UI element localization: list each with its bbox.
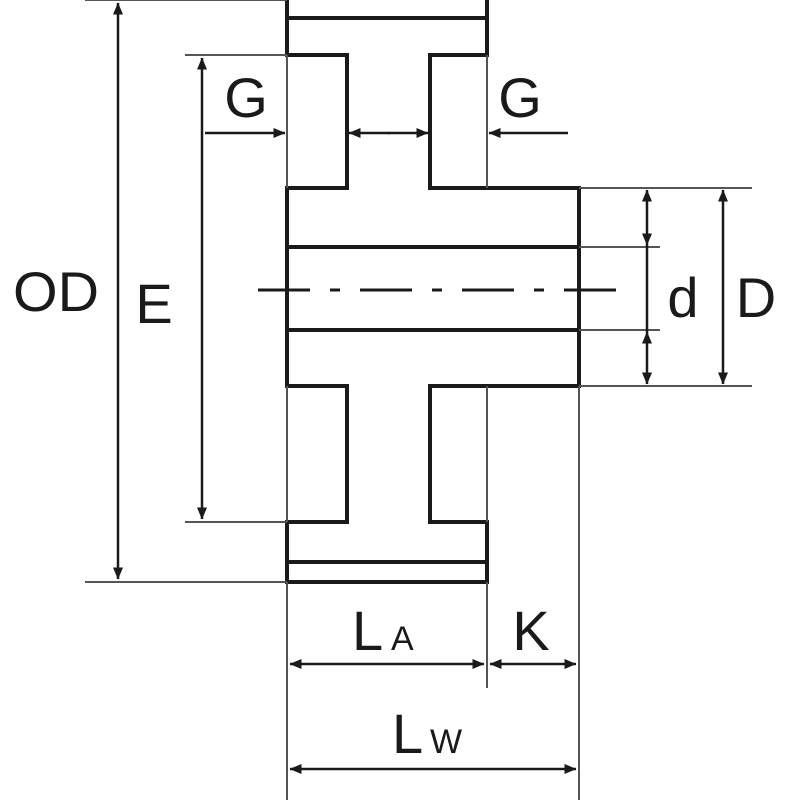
dimension-lines (113, 2, 728, 774)
label-g-right: G (498, 66, 542, 129)
label-lw-sub: W (430, 723, 462, 761)
label-lw: L W (392, 702, 462, 765)
extension-lines (85, 0, 752, 800)
label-d-small: d (667, 266, 698, 329)
pulley-outline (285, 0, 581, 584)
label-e: E (135, 272, 172, 335)
label-d-large: D (736, 266, 776, 329)
label-od: OD (13, 260, 99, 323)
label-la-sub: A (391, 620, 414, 658)
label-g-left: G (224, 66, 268, 129)
label-la: L A (352, 599, 414, 662)
label-lw-main: L (392, 702, 423, 765)
label-k: K (512, 599, 549, 662)
label-la-main: L (352, 599, 383, 662)
pulley-body (285, 0, 581, 584)
